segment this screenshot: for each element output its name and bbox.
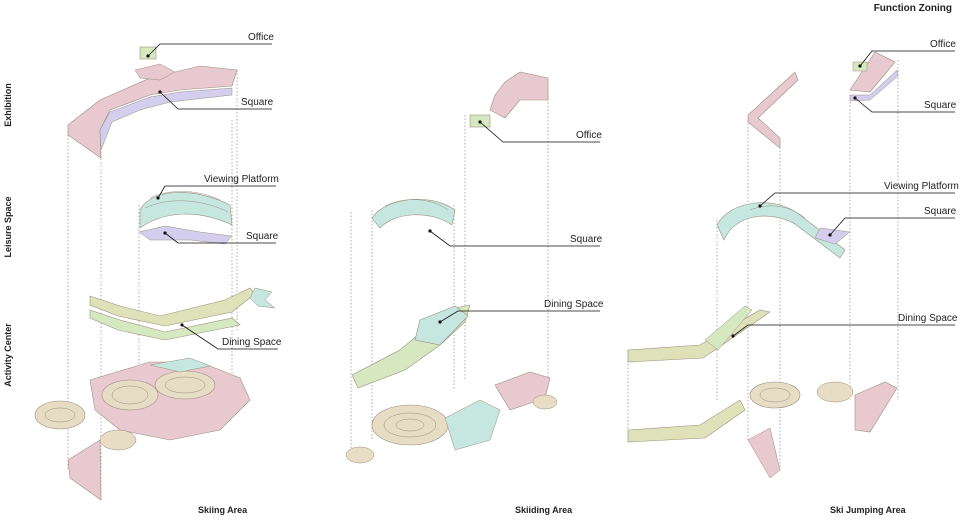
jumping-activity-level bbox=[627, 305, 898, 479]
area-label-ski-jumping: Ski Jumping Area bbox=[830, 505, 906, 515]
skiiding-activity-level bbox=[345, 304, 558, 464]
callout-skiiding-square: Square bbox=[570, 234, 603, 245]
callout-jumping-dining-space: Dining Space bbox=[898, 313, 958, 324]
skiing-leisure-level bbox=[138, 191, 233, 245]
area-label-skiing: Skiing Area bbox=[198, 505, 248, 515]
callout-skiing-viewing-platform: Viewing Platform bbox=[204, 174, 279, 185]
callout-jumping-office: Office bbox=[930, 39, 956, 50]
diagram-title: Function Zoning bbox=[873, 3, 952, 14]
jumping-leisure-level bbox=[716, 202, 851, 259]
callout-skiiding-office: Office bbox=[576, 130, 602, 141]
callout-jumping-viewing-platform: Viewing Platform bbox=[884, 181, 959, 192]
callout-jumping-square-exhibition: Square bbox=[924, 100, 957, 111]
skiing-exhibition-level bbox=[67, 46, 238, 159]
skiing-activity-level bbox=[34, 287, 276, 501]
callout-skiing-square-exhibition: Square bbox=[241, 97, 274, 108]
row-label-exhibition: Exhibition bbox=[3, 83, 13, 127]
callout-leaders bbox=[146, 43, 955, 350]
callout-jumping-square-leisure: Square bbox=[924, 206, 957, 217]
jumping-exhibition-level bbox=[747, 51, 899, 149]
skiiding-exhibition-level bbox=[469, 71, 549, 128]
callout-skiiding-dining-space: Dining Space bbox=[544, 299, 604, 310]
area-label-skiiding: Skiiding Area bbox=[515, 505, 573, 515]
projection-lines bbox=[67, 60, 899, 500]
row-label-activity-center: Activity Center bbox=[3, 323, 13, 387]
callout-skiing-square-leisure: Square bbox=[246, 231, 279, 242]
callout-skiing-dining-space: Dining Space bbox=[222, 337, 282, 348]
callout-skiing-office: Office bbox=[248, 32, 274, 43]
row-label-leisure-space: Leisure Space bbox=[3, 196, 13, 258]
skiiding-leisure-level bbox=[371, 199, 456, 229]
